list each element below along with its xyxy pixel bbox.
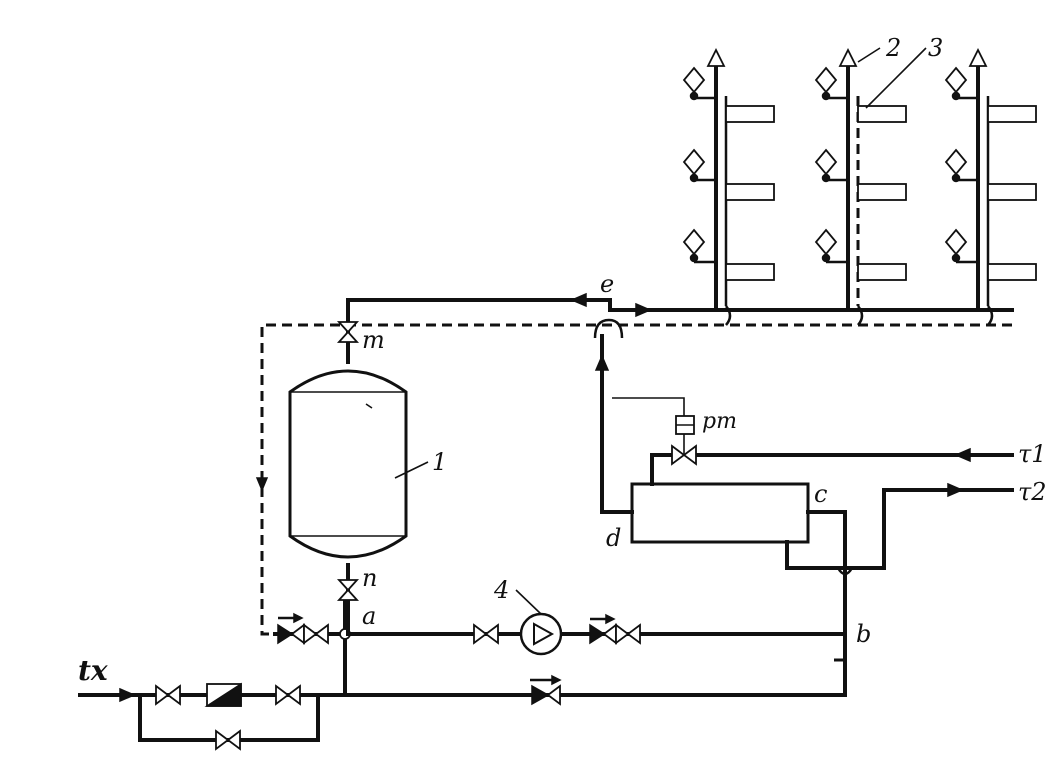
riser-3 [944,47,1037,326]
label-m: m [362,326,385,354]
pump-valve-left [473,623,499,645]
heating-supply-line [650,447,1014,486]
valve-m [336,321,360,343]
riser-supply-from-heater [593,318,634,514]
inlet-valve-1 [155,684,181,706]
cold-feed-to-b [343,513,847,697]
label-heating-supply: τ1 [1018,440,1047,468]
pump-check-valve [589,613,641,645]
riser-2 [814,47,927,326]
label-a: a [362,602,376,630]
label-regulator: pт [702,409,737,434]
water-meter [204,682,242,707]
check-valve-bottom [530,674,562,706]
valve-n [336,579,360,601]
supply-main [346,292,1014,318]
label-3: 3 [928,34,943,62]
label-e: e [600,270,614,298]
bypass-valve [215,729,241,751]
label-2: 2 [885,34,901,62]
return-valves [277,612,329,645]
water-heater [630,482,847,570]
label-c: c [814,480,827,508]
pump-4 [515,589,563,656]
label-n: n [362,564,377,592]
label-1: 1 [432,448,447,476]
label-cold-input: tх [78,654,108,687]
label-d: d [606,524,621,552]
storage-tank-1 [288,369,429,559]
label-b: b [856,620,871,648]
label-4: 4 [493,576,509,604]
inlet-valve-2 [275,684,301,706]
label-heating-return: τ2 [1018,478,1047,506]
temperature-regulator [612,397,697,466]
heating-return-line [836,482,1014,576]
riser-1 [682,47,775,326]
